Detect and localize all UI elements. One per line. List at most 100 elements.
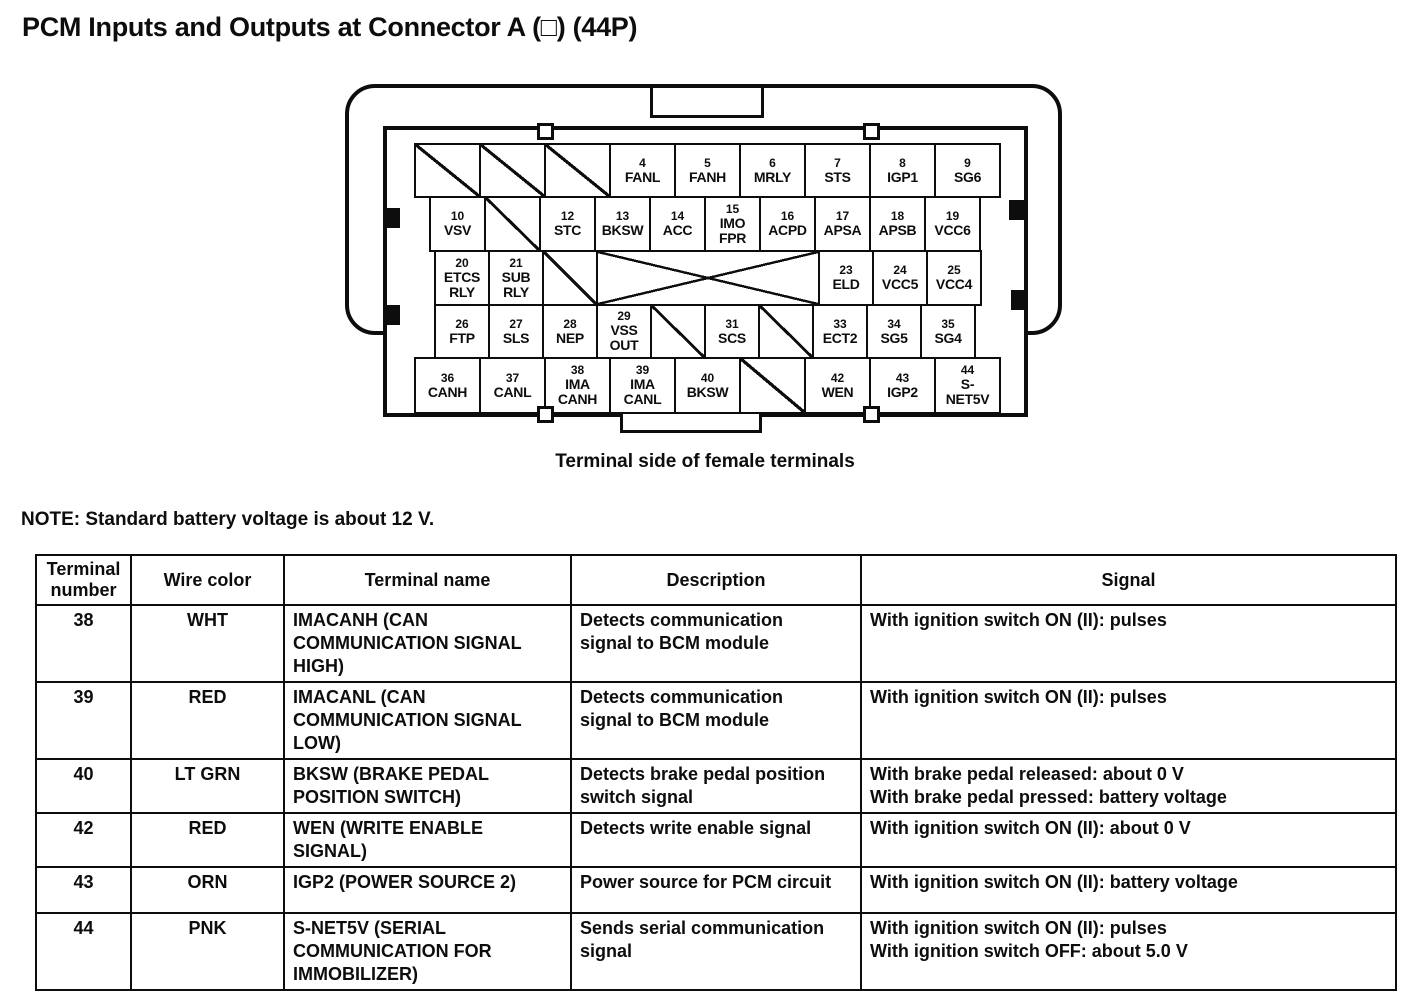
signal-cell: With ignition switch ON (II): battery vo… — [860, 866, 1397, 914]
connector-nub-right-bottom — [1011, 290, 1028, 310]
pin-number: 37 — [505, 370, 520, 385]
pin-number: 36 — [440, 370, 455, 385]
pin-number: 35 — [941, 316, 955, 331]
header-description: Description — [570, 554, 862, 606]
pin-number: 7 — [834, 155, 841, 170]
connector-clip-bottom-left — [537, 406, 554, 423]
blocked-cell — [758, 304, 814, 359]
connector-top-lock-tab — [650, 85, 764, 118]
pin-number: 43 — [895, 370, 910, 385]
pin-label: FANH — [689, 168, 726, 185]
terminal-name-cell: WEN (WRITE ENABLE SIGNAL) — [283, 812, 572, 868]
pin-number: 42 — [830, 370, 845, 385]
pin-label: WEN — [821, 383, 854, 400]
connector-nub-right-top — [1009, 200, 1026, 220]
pin-label: SG5 — [880, 329, 908, 346]
blocked-cell — [544, 143, 611, 198]
pin-number: 39 — [635, 363, 650, 377]
wire-color-cell: LT GRN — [130, 758, 285, 814]
pin-label: CANL — [493, 383, 532, 400]
terminal-name-cell: BKSW (BRAKE PEDAL POSITION SWITCH) — [283, 758, 572, 814]
pin-number: 5 — [704, 155, 711, 170]
pin-label: ACPD — [768, 222, 807, 238]
wire-color-cell: RED — [130, 812, 285, 868]
signal-cell: With ignition switch ON (II): pulses — [860, 604, 1397, 683]
description-cell: Power source for PCM circuit — [570, 866, 862, 914]
pin-number: 14 — [670, 209, 685, 223]
pin-number: 25 — [947, 263, 961, 277]
note-text: NOTE: Standard battery voltage is about … — [21, 509, 435, 530]
pin-label: IMA CANL — [623, 376, 662, 407]
pin-label: SG4 — [934, 329, 962, 346]
pin-number: 12 — [560, 209, 575, 223]
pin-number: 10 — [450, 209, 465, 223]
terminal-number-cell: 39 — [35, 681, 132, 760]
header-signal: Signal — [860, 554, 1397, 606]
blocked-cell — [479, 143, 546, 198]
connector-clip-top-right — [863, 123, 880, 140]
description-cell: Detects write enable signal — [570, 812, 862, 868]
pin-label: VSS OUT — [609, 322, 639, 353]
blocked-cell-crossed — [596, 250, 820, 306]
blocked-cell — [739, 357, 806, 414]
pin-label: STS — [824, 168, 851, 185]
pin-label: STC — [553, 222, 582, 238]
pin-number: 29 — [617, 309, 631, 323]
signal-cell: With ignition switch ON (II): about 0 V — [860, 812, 1397, 868]
terminal-number-cell: 38 — [35, 604, 132, 683]
terminal-table-header: Terminal number Wire color Terminal name… — [35, 554, 1397, 606]
description-cell: Detects brake pedal position switch sign… — [570, 758, 862, 814]
pin-number: 23 — [839, 263, 853, 277]
pin-number: 4 — [639, 155, 646, 170]
pin-label: ACC — [662, 222, 693, 238]
pin-number: 18 — [890, 209, 905, 223]
pin-number: 44 — [960, 363, 975, 377]
pin-number: 19 — [945, 209, 960, 223]
pin-number: 33 — [833, 316, 847, 331]
header-row: Terminal number Wire color Terminal name… — [35, 554, 1397, 606]
terminal-name-cell: IMACANH (CAN COMMUNICATION SIGNAL HIGH) — [283, 604, 572, 683]
connector-nub-left-bottom — [383, 305, 400, 325]
pin-label: APSB — [878, 222, 917, 238]
pin-number: 38 — [570, 363, 585, 377]
signal-cell: With brake pedal released: about 0 V Wit… — [860, 758, 1397, 814]
terminal-name-cell: IMACANL (CAN COMMUNICATION SIGNAL LOW) — [283, 681, 572, 760]
pin-label: IMO FPR — [718, 214, 747, 246]
pin-number: 27 — [509, 316, 523, 331]
pin-number: 20 — [455, 255, 469, 270]
header-wire-color: Wire color — [130, 554, 285, 606]
pin-label: IGP1 — [887, 168, 918, 185]
blocked-cell — [414, 143, 481, 198]
description-cell: Sends serial communication signal — [570, 912, 862, 991]
pin-number: 17 — [835, 209, 850, 223]
pin-label: VCC5 — [881, 276, 919, 292]
wire-color-cell: WHT — [130, 604, 285, 683]
pin-label: MRLY — [753, 168, 792, 185]
pin-number: 13 — [615, 209, 630, 223]
pin-label: BKSW — [686, 383, 729, 400]
